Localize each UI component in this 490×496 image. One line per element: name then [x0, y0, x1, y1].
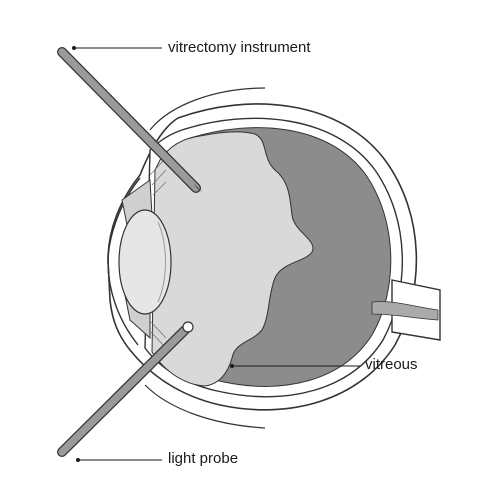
lens [118, 209, 172, 315]
leader-line-vitreous [230, 364, 360, 368]
leader-line-light-probe [76, 458, 162, 462]
leader-line-vitrectomy [72, 46, 162, 50]
vitrectomy-instrument-label: vitrectomy instrument [168, 39, 311, 56]
upper-eyelid-line [149, 87, 266, 131]
vitrectomy-instrument [57, 47, 203, 193]
optic-nerve-core [371, 301, 439, 321]
vitreous-label: vitreous [365, 356, 418, 373]
lower-eyelid-line [144, 384, 266, 429]
light-probe [57, 321, 194, 457]
light-probe-label: light probe [168, 450, 239, 467]
lens-highlight [157, 221, 166, 303]
removed-vitreous-area [151, 131, 314, 387]
